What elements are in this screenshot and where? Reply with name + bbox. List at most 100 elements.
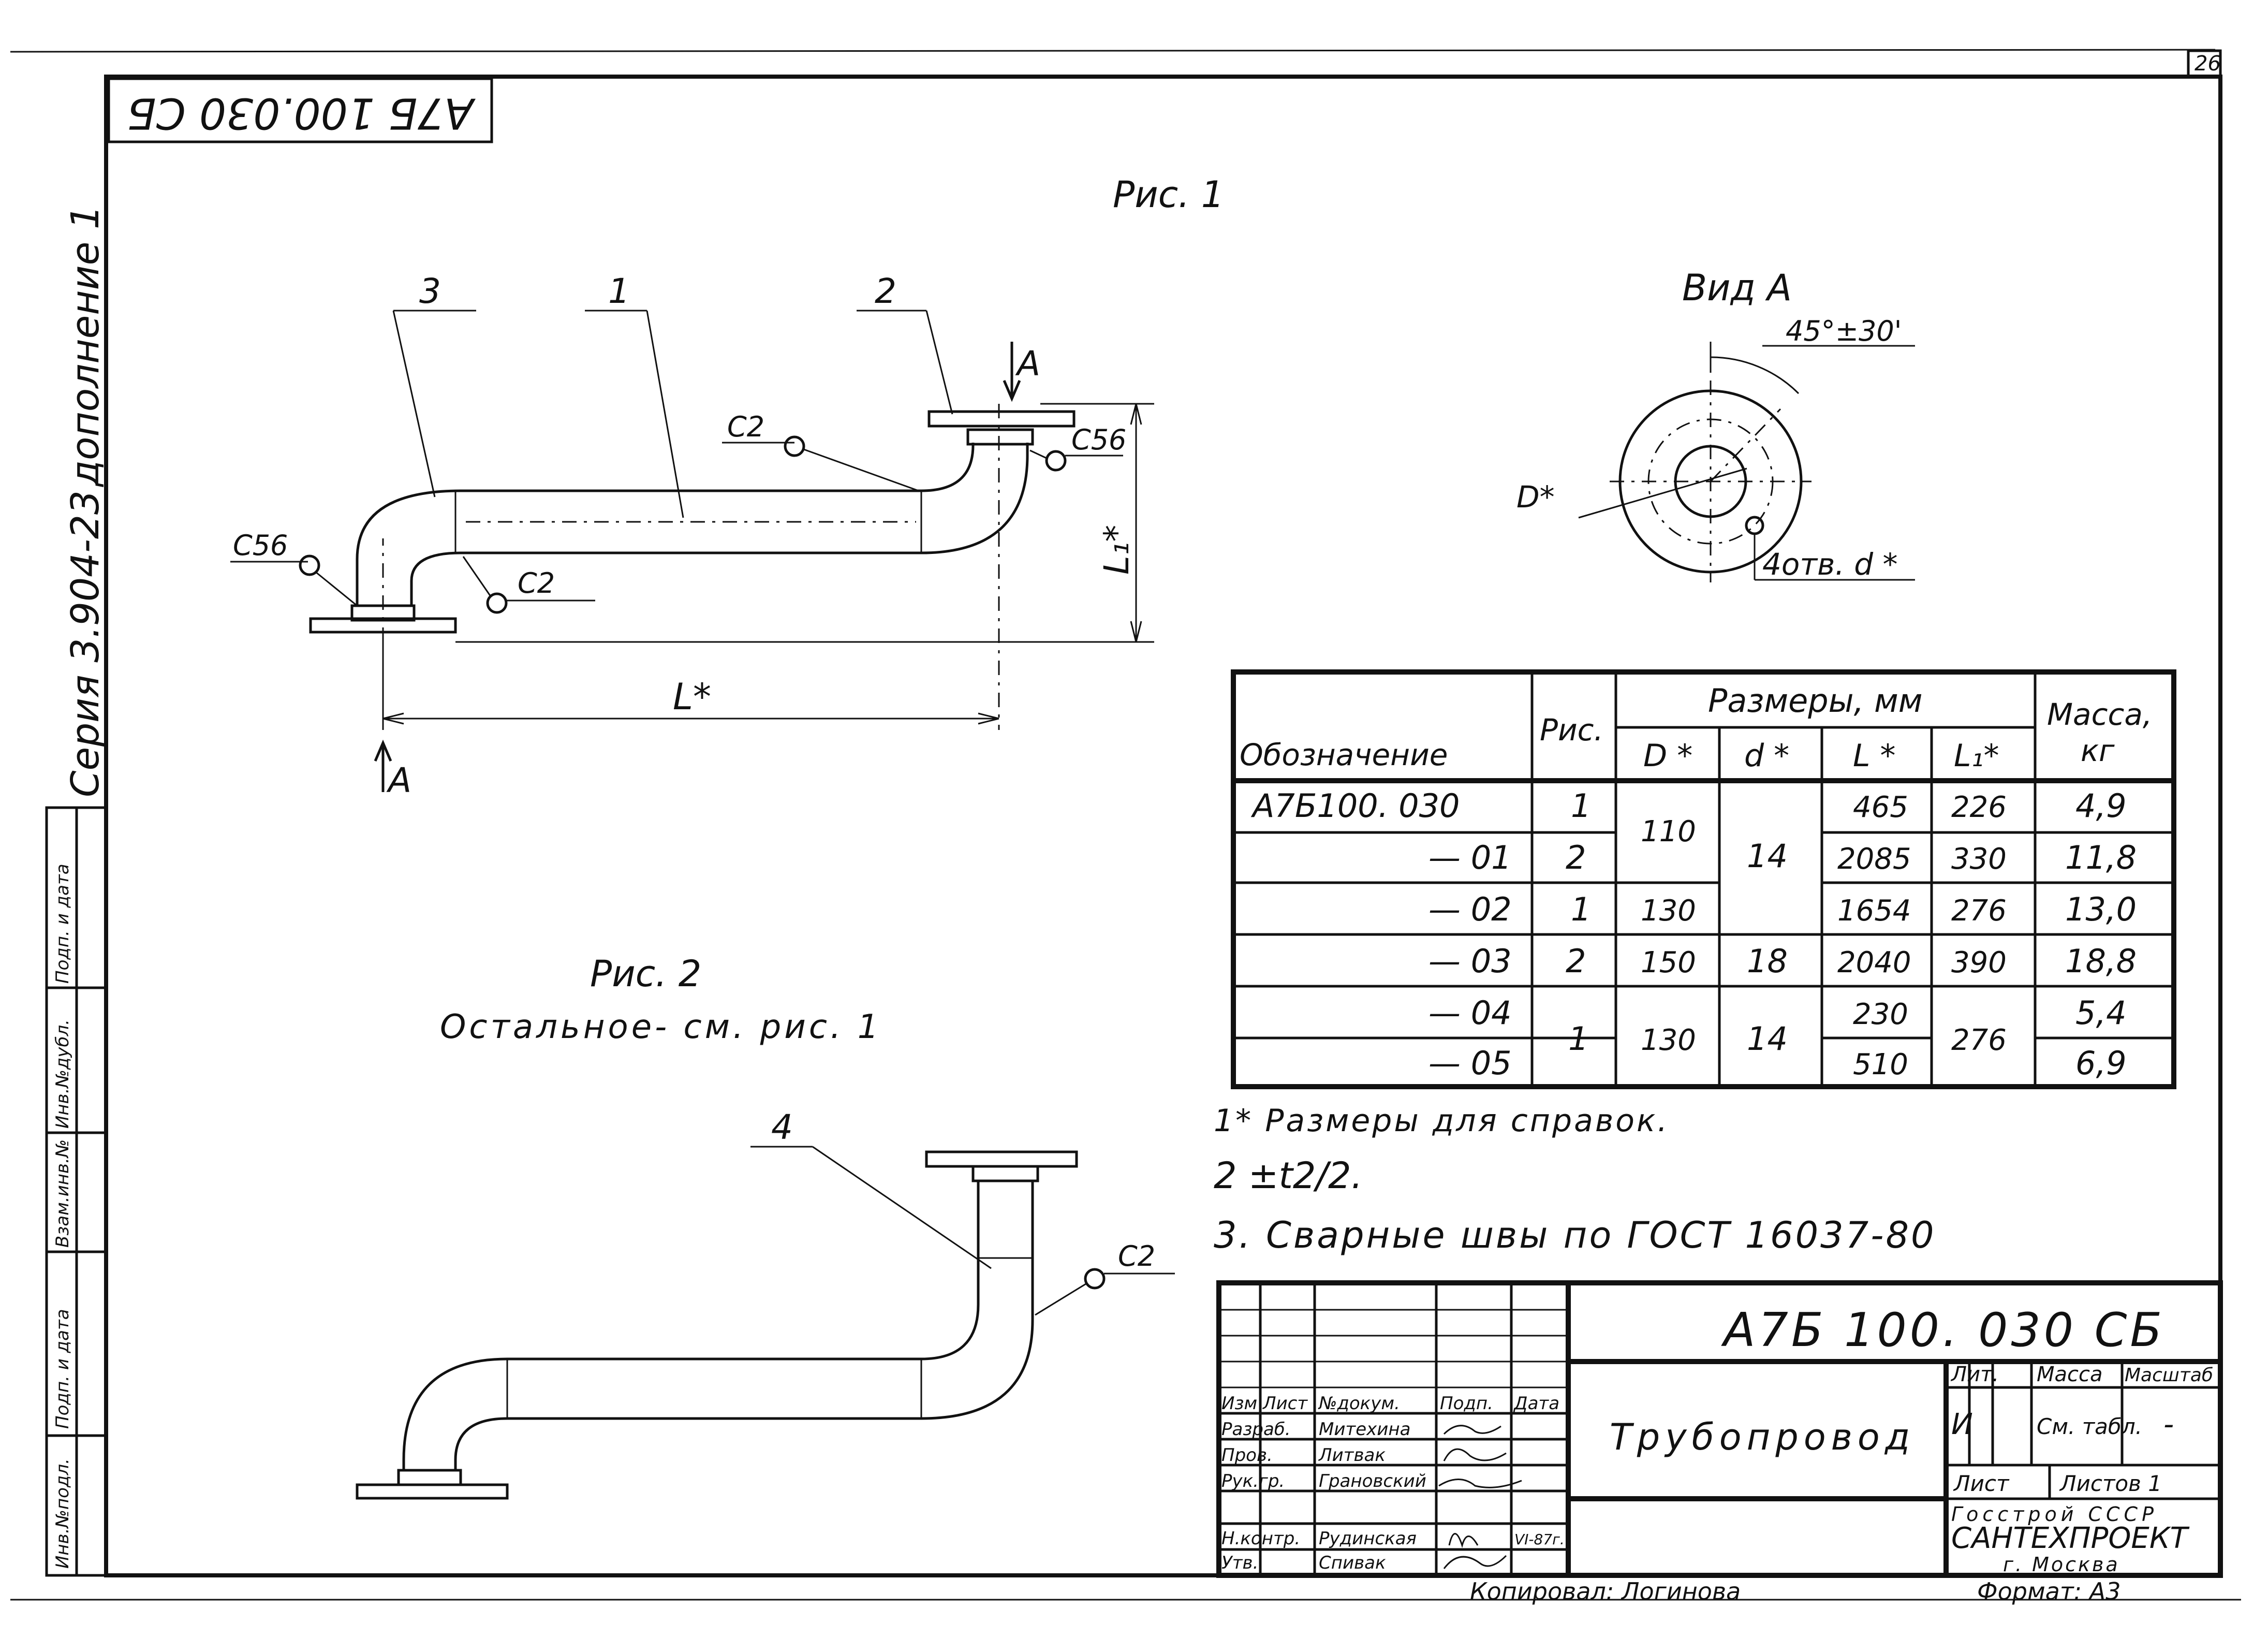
tb-role-head: Рук.гр. — [1221, 1471, 1285, 1491]
table-row-0-L1: 226 — [1951, 791, 2007, 824]
tb-name-head: Грановский — [1319, 1471, 1426, 1491]
fig1-view-arrows — [374, 342, 1021, 792]
supplement-text: дополнение 1 — [63, 205, 108, 488]
view-a-angle: 45°±30' — [1786, 315, 1902, 347]
fig1-weld-leaders — [230, 435, 1123, 614]
table-head-mass: Масса, — [2047, 697, 2152, 732]
fig1-weld-label-c2-bottom: C2 — [518, 567, 555, 599]
table-row-0-d: 14 — [1747, 837, 1788, 875]
table-row-1-designation: — 01 — [1428, 839, 1512, 876]
fig2-title: Рис. 2 — [590, 953, 701, 995]
series-text: Серия 3.904-23 — [63, 490, 108, 797]
table-row-0-L: 465 — [1853, 791, 1908, 824]
table-row-1-fig: 2 — [1566, 839, 1586, 876]
fig1-weld-label-c2-top: C2 — [727, 411, 764, 443]
fig2-callout-4: 4 — [771, 1107, 793, 1147]
tb-scale-label: Масштаб — [2125, 1365, 2213, 1386]
table-row-3-fig: 2 — [1566, 942, 1586, 980]
table-row-3-d: 18 — [1747, 942, 1788, 980]
tb-name-checker: Литвак — [1318, 1445, 1386, 1466]
signature-marks — [1438, 1425, 1522, 1569]
tb-mass-value: См. табл. — [2037, 1414, 2142, 1439]
table-row-2-designation: — 02 — [1428, 890, 1512, 928]
tb-head-list: Лист — [1262, 1393, 1308, 1414]
fig1-callout-2: 2 — [875, 271, 896, 311]
table-row-2-mass: 13,0 — [2065, 890, 2137, 928]
tb-head-date: Дата — [1513, 1393, 1559, 1414]
fig2-callouts — [750, 1146, 1175, 1316]
view-a-flange — [1578, 342, 1915, 582]
table-row-4-d: 14 — [1747, 1020, 1788, 1058]
fig1-callout-1: 1 — [608, 271, 630, 311]
view-a-holes-label: 4отв. d * — [1762, 547, 1897, 582]
table-row-1-L: 2085 — [1837, 842, 1911, 876]
fig2-subtitle: Остальное- см. рис. 1 — [440, 1008, 881, 1046]
table-row-0-designation: А7Б100. 030 — [1250, 787, 1460, 825]
tb-org-3: г. Москва — [2003, 1553, 2120, 1576]
tb-org-2: САНТЕХПРОЕКТ — [1951, 1522, 2190, 1555]
sizes-table-grid — [1231, 669, 2176, 1089]
tb-scale-value: - — [2163, 1408, 2174, 1441]
table-row-5-designation: — 05 — [1428, 1044, 1512, 1082]
table-head-d: d * — [1744, 738, 1789, 774]
fig1-callouts — [392, 310, 953, 518]
table-row-4-mass: 5,4 — [2075, 994, 2127, 1032]
title-block-code: А7Б 100. 030 СБ — [1721, 1303, 2165, 1357]
note-1: 1* Размеры для справок. — [1214, 1103, 1669, 1139]
table-row-2-L: 1654 — [1837, 894, 1911, 928]
fig1-dim-L1: L₁* — [1097, 525, 1137, 575]
table-row-2-fig: 1 — [1571, 890, 1591, 928]
table-row-3-D: 150 — [1641, 946, 1696, 979]
tb-org-1: Госстрой СССР — [1951, 1503, 2158, 1526]
table-row-3-L1: 390 — [1951, 946, 2007, 979]
tb-sheet-label: Лист — [1953, 1471, 2010, 1496]
strip-label-5: Подп. и дата — [52, 864, 73, 984]
fig1-view-mark-top: A — [1015, 344, 1040, 384]
tb-role-developer: Разраб. — [1221, 1419, 1291, 1440]
tb-date-value: VI-87г. — [1514, 1531, 1565, 1548]
table-row-2-D: 130 — [1641, 894, 1696, 928]
table-row-3-mass: 18,8 — [2065, 942, 2137, 980]
table-row-5-L: 510 — [1853, 1048, 1908, 1081]
sheet-number: 26 — [2195, 52, 2221, 76]
table-row-4-L1: 276 — [1951, 1023, 2007, 1057]
tb-mass-label: Масса — [2037, 1363, 2103, 1386]
tb-head-docnum: №докум. — [1318, 1393, 1400, 1414]
tb-head-sign: Подп. — [1440, 1393, 1493, 1414]
tb-name-developer: Митехина — [1319, 1419, 1410, 1440]
fig1-view-mark-bottom: A — [386, 760, 411, 800]
fig1-weld-label-c56-left: C56 — [233, 529, 288, 562]
strip-label-2: Подп. и дата — [52, 1309, 73, 1429]
table-head-D: D * — [1643, 738, 1692, 774]
left-strip — [45, 806, 108, 1577]
table-row-4-fig: 1 — [1568, 1020, 1588, 1058]
footer-format: Формат: А3 — [1977, 1577, 2120, 1605]
sheet-border — [10, 49, 2241, 1601]
fig1-title: Рис. 1 — [1113, 173, 1224, 216]
table-row-1-mass: 11,8 — [2065, 839, 2137, 876]
fig1-callout-3: 3 — [419, 271, 441, 311]
table-row-1-L1: 330 — [1951, 842, 2007, 876]
fig2-weld-label: C2 — [1118, 1240, 1155, 1273]
note-2: 2 ±t2/2. — [1214, 1154, 1363, 1197]
rotated-stamp-text: А7Б 100.030 СБ — [127, 89, 476, 138]
view-a-title: Вид А — [1682, 267, 1792, 309]
tb-lit-label: Лит. — [1950, 1363, 1999, 1386]
table-head-sizes: Размеры, мм — [1708, 682, 1923, 720]
table-row-3-designation: — 03 — [1428, 942, 1512, 980]
strip-label-1: Инв.№подл. — [52, 1458, 73, 1569]
table-head-L: L * — [1853, 738, 1896, 774]
fig1-weld-label-c56-right: C56 — [1071, 423, 1126, 456]
tb-head-izm: Изм — [1221, 1393, 1257, 1414]
table-row-0-mass: 4,9 — [2075, 787, 2127, 825]
table-row-3-L: 2040 — [1837, 946, 1911, 979]
fig1-dim-L: L* — [673, 676, 711, 718]
note-3: 3. Сварные швы по ГОСТ 16037-80 — [1214, 1214, 1936, 1256]
table-row-2-L1: 276 — [1951, 894, 2007, 928]
tb-lit-value: И — [1951, 1408, 1973, 1441]
table-head-L1: L₁* — [1954, 738, 1999, 774]
table-row-0-fig: 1 — [1571, 787, 1591, 825]
table-row-4-L: 230 — [1853, 998, 1908, 1031]
tb-sheets-label: Листов 1 — [2059, 1471, 2162, 1496]
